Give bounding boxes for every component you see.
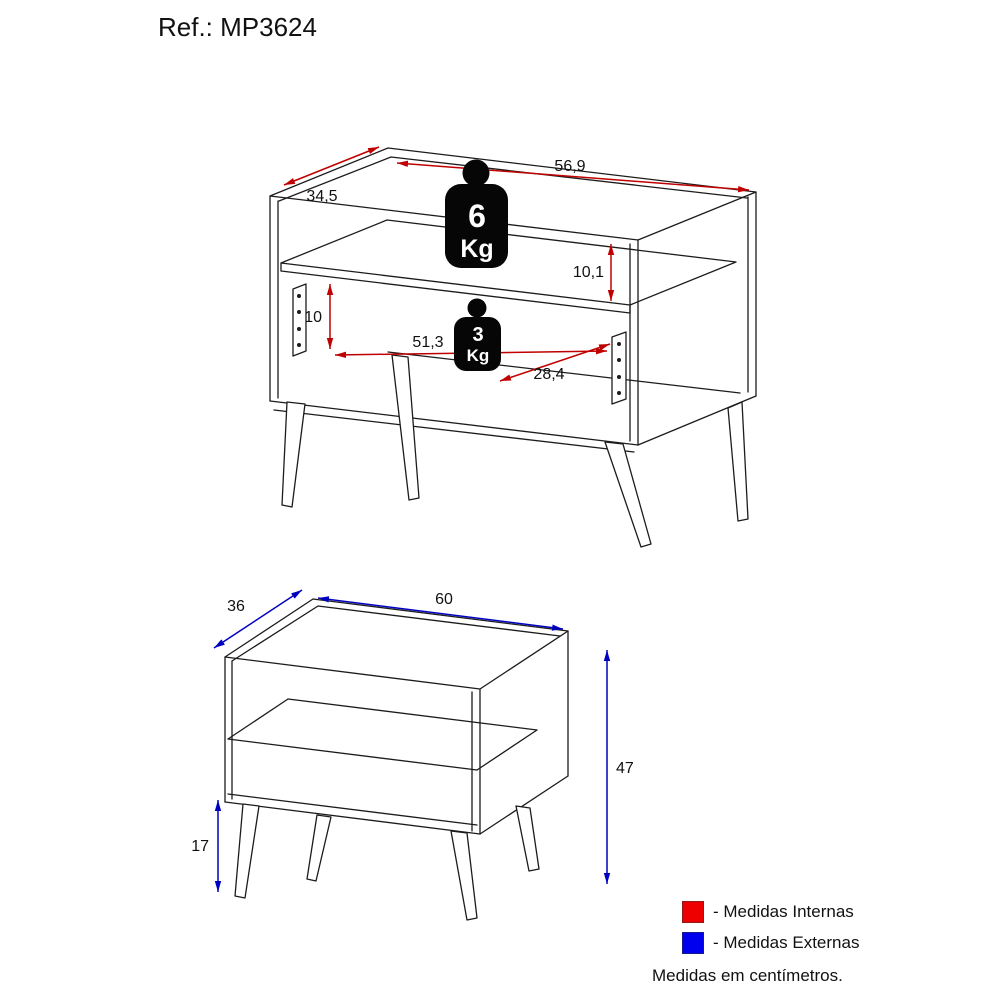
drawer-bottom-edge: [227, 793, 478, 826]
internal-view: 34,5 56,9 10,1 10 51,3: [269, 146, 757, 548]
cabinet-body: [269, 147, 757, 453]
dim-shelf-height: 10,1: [573, 244, 615, 301]
dim-leg-height-label: 17: [191, 838, 209, 855]
front-right-leg: [450, 830, 478, 921]
dim-height-label: 47: [616, 760, 634, 777]
dim-lower-depth: 28,4: [499, 343, 611, 383]
weight-6kg-unit: Kg: [460, 235, 493, 263]
legend: - Medidas Internas - Medidas Externas Me…: [652, 901, 859, 986]
front-left-leg: [234, 803, 260, 899]
drawer-rails: [292, 283, 627, 405]
dim-top-depth-label: 34,5: [306, 188, 337, 205]
cabinet-body-external: [224, 598, 569, 835]
page-title: Ref.: MP3624: [158, 12, 317, 42]
weight-3kg-icon: 3 Kg: [454, 298, 501, 371]
shelf: [280, 219, 737, 306]
dim-width-label: 60: [435, 591, 453, 608]
dim-lower-height: 10: [304, 284, 334, 349]
cabinet-legs-external: [234, 803, 540, 921]
drawer-top-edge: [227, 738, 478, 771]
legend-item-external: - Medidas Externas: [682, 932, 859, 954]
dim-shelf-height-label: 10,1: [573, 264, 604, 281]
weight-6kg-value: 6: [468, 198, 486, 234]
legend-item-external-label: - Medidas Externas: [713, 933, 860, 952]
left-rail: [292, 283, 307, 357]
cabinet-legs: [281, 354, 749, 548]
dim-depth: 36: [213, 589, 303, 649]
legend-item-internal: - Medidas Internas: [682, 901, 859, 923]
dim-leg-height: 17: [191, 800, 222, 892]
external-color-swatch: [682, 932, 704, 954]
legend-note: Medidas em centímetros.: [652, 966, 843, 985]
internal-color-swatch: [682, 901, 704, 923]
back-left-leg: [306, 814, 332, 882]
dim-lower-width-label: 51,3: [412, 334, 443, 351]
dim-lower-depth-label: 28,4: [533, 366, 564, 383]
front-right-leg: [604, 441, 652, 548]
dim-height: 47: [603, 650, 634, 884]
back-left-leg: [391, 354, 420, 501]
back-right-leg: [727, 401, 749, 522]
dim-top-width: 56,9: [396, 158, 750, 193]
dim-depth-label: 36: [227, 598, 245, 615]
dim-lower-height-label: 10: [304, 309, 322, 326]
dim-top-depth: 34,5: [283, 146, 380, 205]
dim-top-width-label: 56,9: [554, 158, 585, 175]
weight-3kg-unit: Kg: [467, 346, 490, 365]
weight-6kg-icon: 6 Kg: [445, 159, 508, 268]
external-dimensions: 36 60 47 17: [191, 589, 634, 892]
weight-3kg-value: 3: [472, 324, 483, 346]
back-right-leg: [515, 805, 540, 872]
dim-width: 60: [317, 591, 564, 631]
front-left-leg: [281, 401, 306, 508]
external-view: 36 60 47 17: [191, 589, 634, 921]
right-rail: [611, 331, 627, 405]
legend-item-internal-label: - Medidas Internas: [713, 902, 854, 921]
